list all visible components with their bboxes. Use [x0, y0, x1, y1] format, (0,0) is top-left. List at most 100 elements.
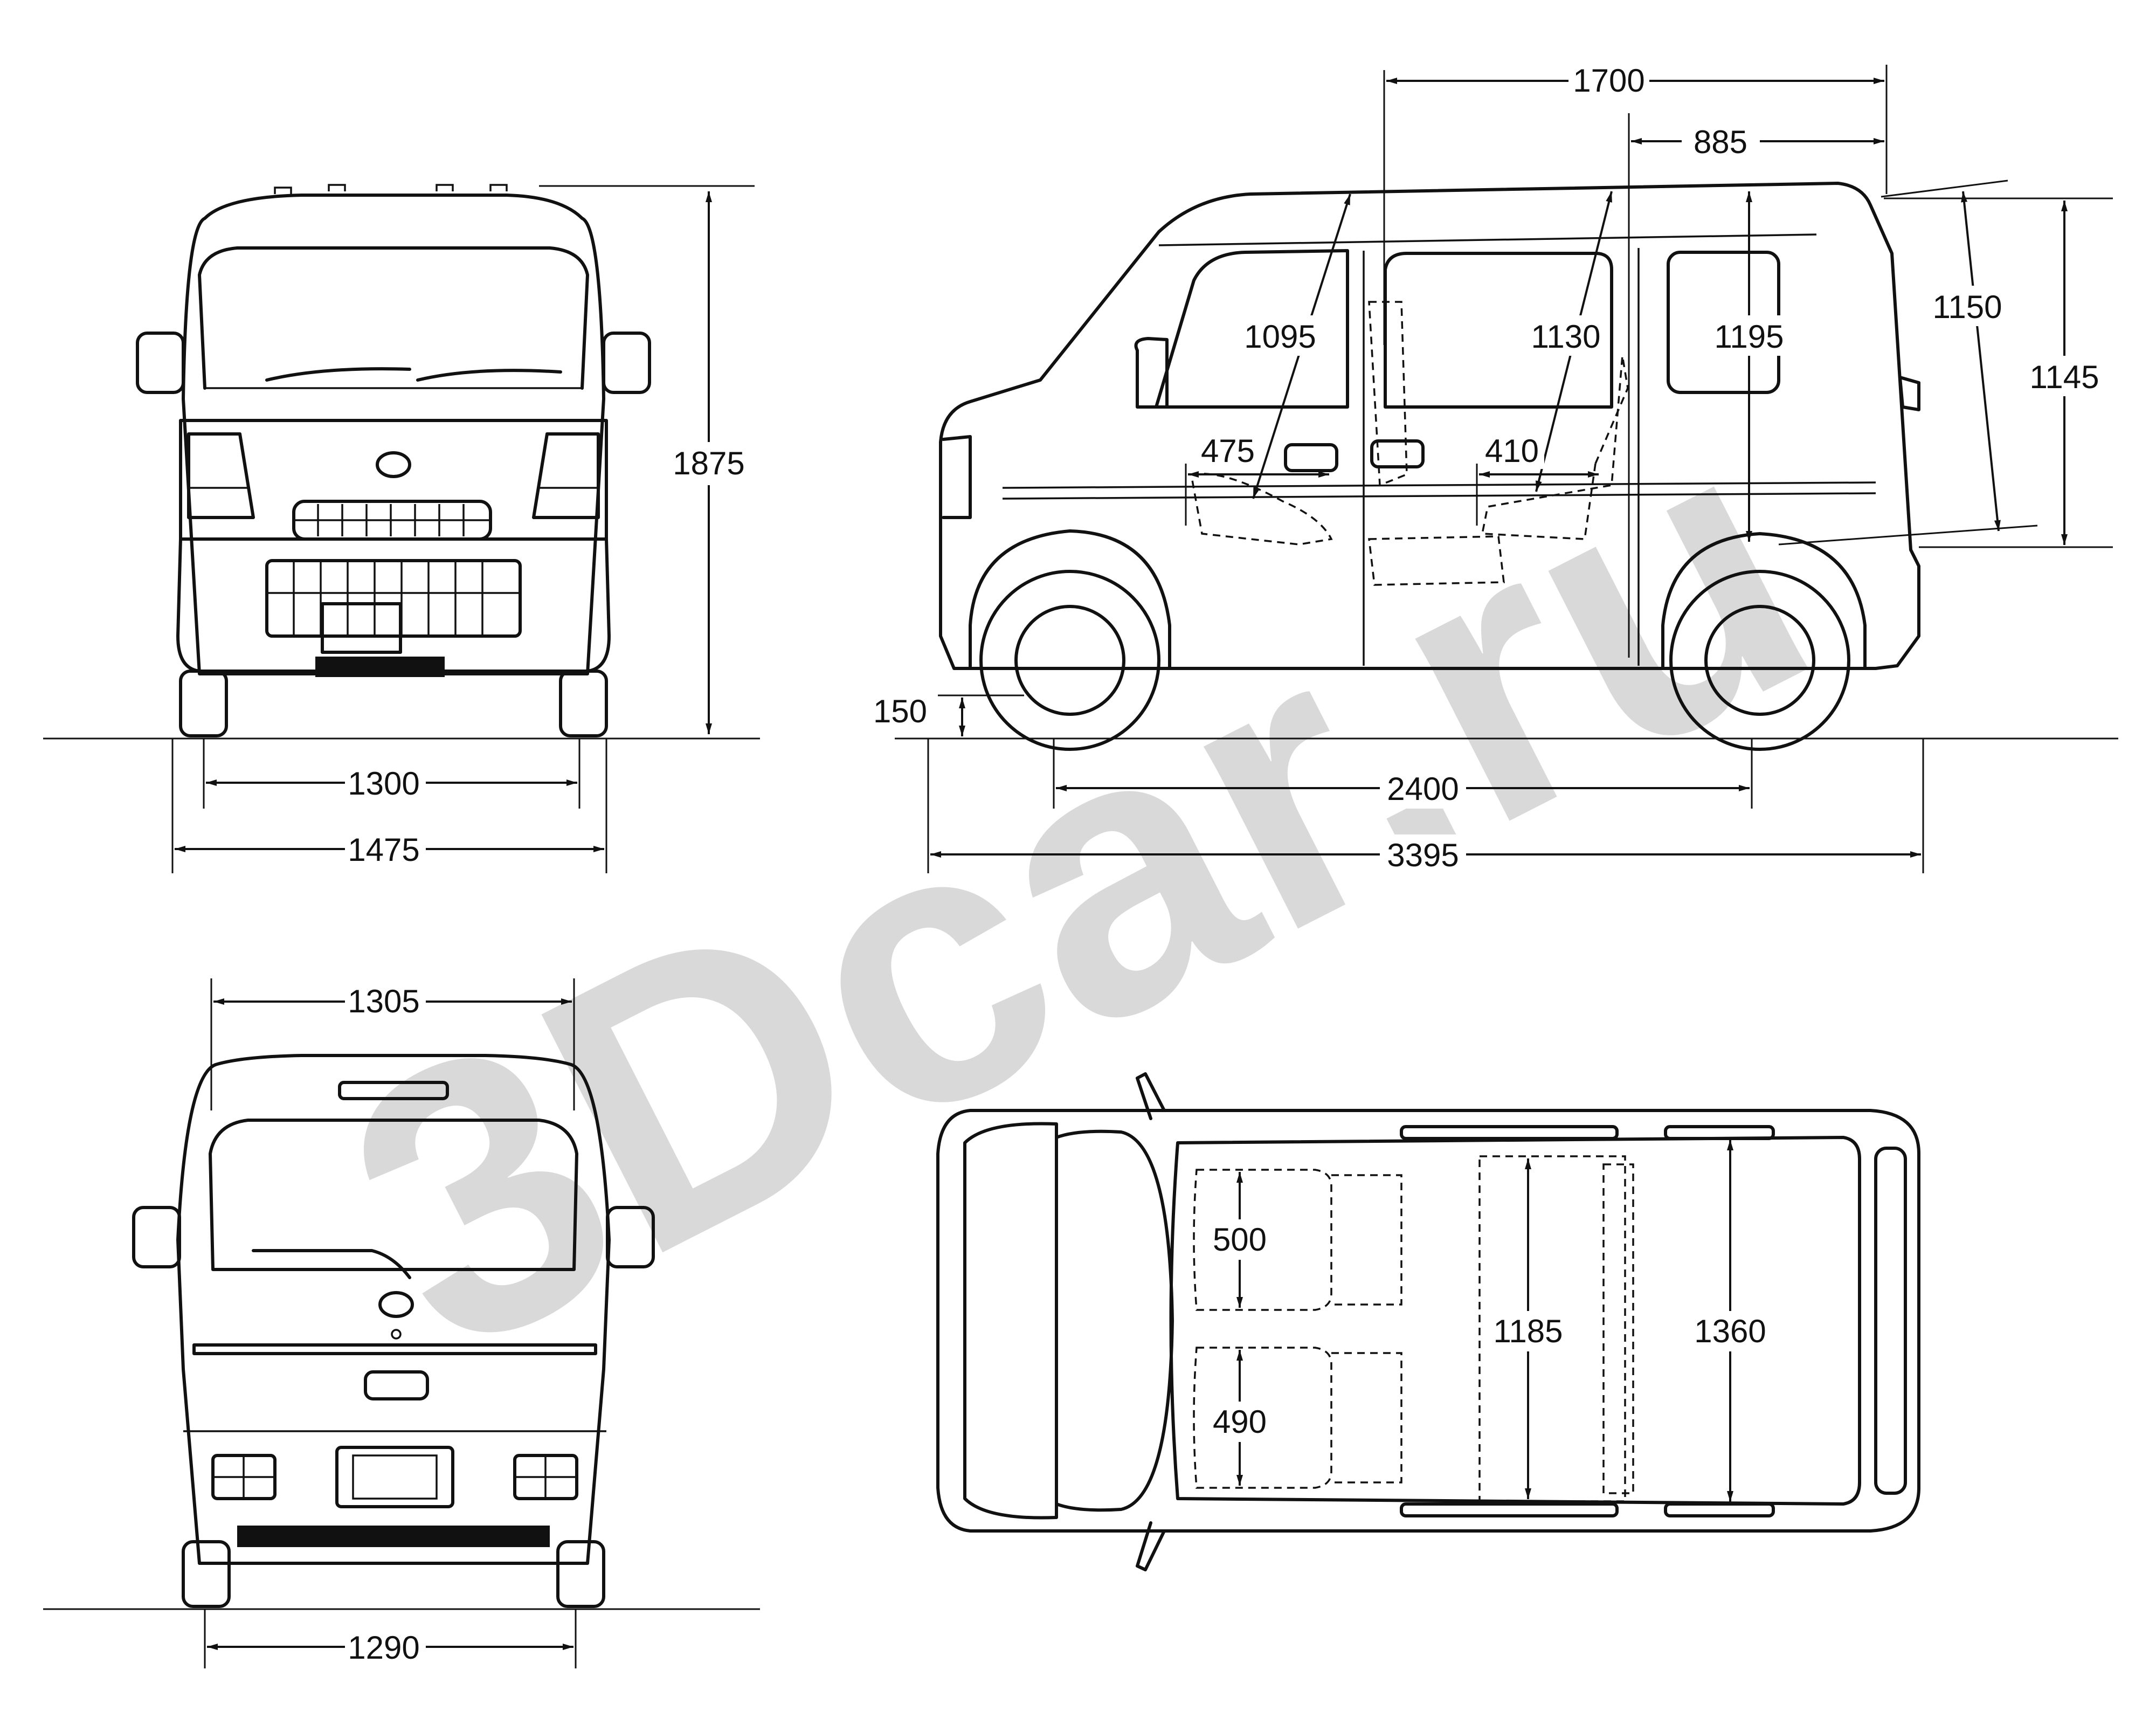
top-front-seatback-right	[1331, 1352, 1402, 1484]
front-headlight-left	[187, 432, 255, 519]
top-interior-width-label: 1360	[1694, 1313, 1766, 1349]
side-rear-opening-ext-top	[1881, 180, 2008, 198]
front-width-label-bg	[345, 829, 426, 870]
side-rear-opening-label-bg	[1930, 286, 2005, 326]
front-track-label: 1300	[348, 765, 419, 802]
side-interior-length-label: 1700	[1573, 63, 1644, 99]
top-mirror-left	[1136, 1072, 1166, 1120]
side-body-outline	[939, 182, 1920, 670]
side-front-seat-depth-label: 475	[1201, 433, 1255, 469]
side-cargo-length-label: 885	[1694, 124, 1747, 160]
top-mirror-right	[1136, 1521, 1166, 1571]
side-rear-seat-outline	[1368, 535, 1505, 586]
front-wiper-left	[265, 367, 411, 382]
top-rear-seat-bench	[1478, 1155, 1626, 1502]
watermark-text: 3Dcar.ru	[288, 344, 1869, 1436]
rear-key-lock-icon	[391, 1329, 402, 1340]
side-rear-seat-depth-label: 410	[1485, 433, 1539, 469]
side-headlight	[942, 435, 972, 519]
side-front-seatback-outline	[1368, 301, 1408, 487]
side-wheelbase-label: 2400	[1387, 771, 1459, 807]
side-front-tire	[979, 570, 1160, 751]
side-front-door-handle	[1284, 443, 1338, 472]
top-rear-bumper	[1874, 1147, 1907, 1495]
rear-roof-width-label-bg	[345, 981, 426, 1022]
side-view: 1700 885 1150 1145 1095 1130 1195 475 41…	[873, 60, 2113, 875]
top-front-seat-width-label-bg	[1207, 1219, 1272, 1260]
rear-taillight-dividers	[213, 1455, 577, 1499]
side-front-rim	[1014, 605, 1125, 716]
top-roof	[1169, 1136, 1861, 1506]
front-lower-grille	[265, 559, 522, 638]
top-hood	[963, 1122, 1058, 1520]
side-front-wheel-arch	[969, 529, 1171, 670]
top-second-seat-width-label-bg	[1207, 1402, 1272, 1442]
side-rear-seatback-outline	[1481, 355, 1629, 540]
side-clearance-label: 150	[873, 693, 927, 729]
top-front-seat-right	[1193, 1347, 1332, 1489]
side-front-seat-depth-label-bg	[1194, 431, 1261, 469]
front-mazda-logo-icon	[376, 451, 411, 478]
side-wheelbase-label-bg	[1380, 768, 1466, 809]
front-tire-right	[559, 670, 608, 737]
front-height-label-bg	[674, 442, 744, 485]
rear-view: 1305 1290	[132, 978, 655, 1668]
side-rear-wheel-arch	[1661, 532, 1867, 670]
top-slide-rail-right	[1400, 1502, 1619, 1517]
top-rear-seatback	[1602, 1163, 1634, 1494]
top-body-outline	[936, 1109, 1920, 1533]
front-mirror-left	[136, 332, 185, 394]
front-height-label: 1875	[673, 445, 744, 481]
top-front-seat-left	[1193, 1169, 1332, 1311]
rear-tire-left	[182, 1540, 231, 1608]
top-front-seatback-left	[1331, 1174, 1402, 1306]
side-front-seat-outline	[1190, 472, 1333, 546]
side-roof-rail-line	[1158, 233, 1817, 246]
rear-mirror-left	[132, 1206, 181, 1268]
top-rear-rail-left	[1664, 1125, 1775, 1140]
rear-trim-strip	[192, 1343, 597, 1355]
rear-tailgate-handle	[364, 1370, 429, 1400]
rear-track-label-bg	[345, 1627, 426, 1667]
front-headlight-right	[532, 432, 600, 519]
top-slide-rail-left	[1400, 1125, 1619, 1140]
rear-wiper	[252, 1249, 411, 1279]
side-length-label: 3395	[1387, 837, 1459, 873]
front-roof-rails	[274, 184, 508, 194]
front-underbody	[315, 657, 445, 677]
rear-license-plate-frame	[335, 1446, 454, 1508]
front-body-outline	[182, 194, 605, 675]
rear-roof-width-label: 1305	[348, 983, 419, 1019]
side-rear-rim	[1704, 605, 1815, 716]
rear-tire-right	[556, 1540, 605, 1608]
rear-brake-light	[338, 1081, 449, 1100]
top-second-seat-width-label: 490	[1213, 1404, 1267, 1440]
side-length-label-bg	[1380, 834, 1466, 875]
side-interior-length-label-bg	[1568, 60, 1649, 101]
front-upper-grille	[292, 500, 492, 541]
front-windshield	[198, 246, 589, 390]
rear-underbody	[237, 1526, 550, 1547]
front-view: 1875 1300 1475	[136, 184, 755, 873]
front-license-plate	[321, 602, 402, 654]
front-track-label-bg	[345, 763, 426, 803]
front-upper-grille-slats	[295, 504, 489, 536]
side-rear-height-label: 1145	[2029, 359, 2099, 395]
front-fascia	[179, 419, 608, 541]
top-front-seat-width-label: 500	[1213, 1222, 1267, 1258]
top-interior-width-label-bg	[1690, 1311, 1771, 1351]
front-tire-left	[179, 670, 228, 737]
front-wiper-right	[416, 369, 562, 382]
top-view: 500 490 1185 1360	[936, 1072, 1920, 1571]
side-front-seat-height-label-bg	[1240, 315, 1321, 356]
side-rear-height-label-bg	[2024, 356, 2105, 396]
side-rear-seat-height-label: 1130	[1531, 319, 1600, 355]
side-interior-height-label-bg	[1709, 315, 1789, 356]
side-rear-seat-depth-label-bg	[1480, 431, 1544, 469]
side-taillight	[1898, 376, 1920, 411]
watermark: 3Dcar.ru	[288, 344, 1869, 1436]
rear-license-plate	[352, 1454, 438, 1500]
side-front-seat-height-label: 1095	[1244, 319, 1316, 355]
side-mirror	[1134, 337, 1169, 409]
